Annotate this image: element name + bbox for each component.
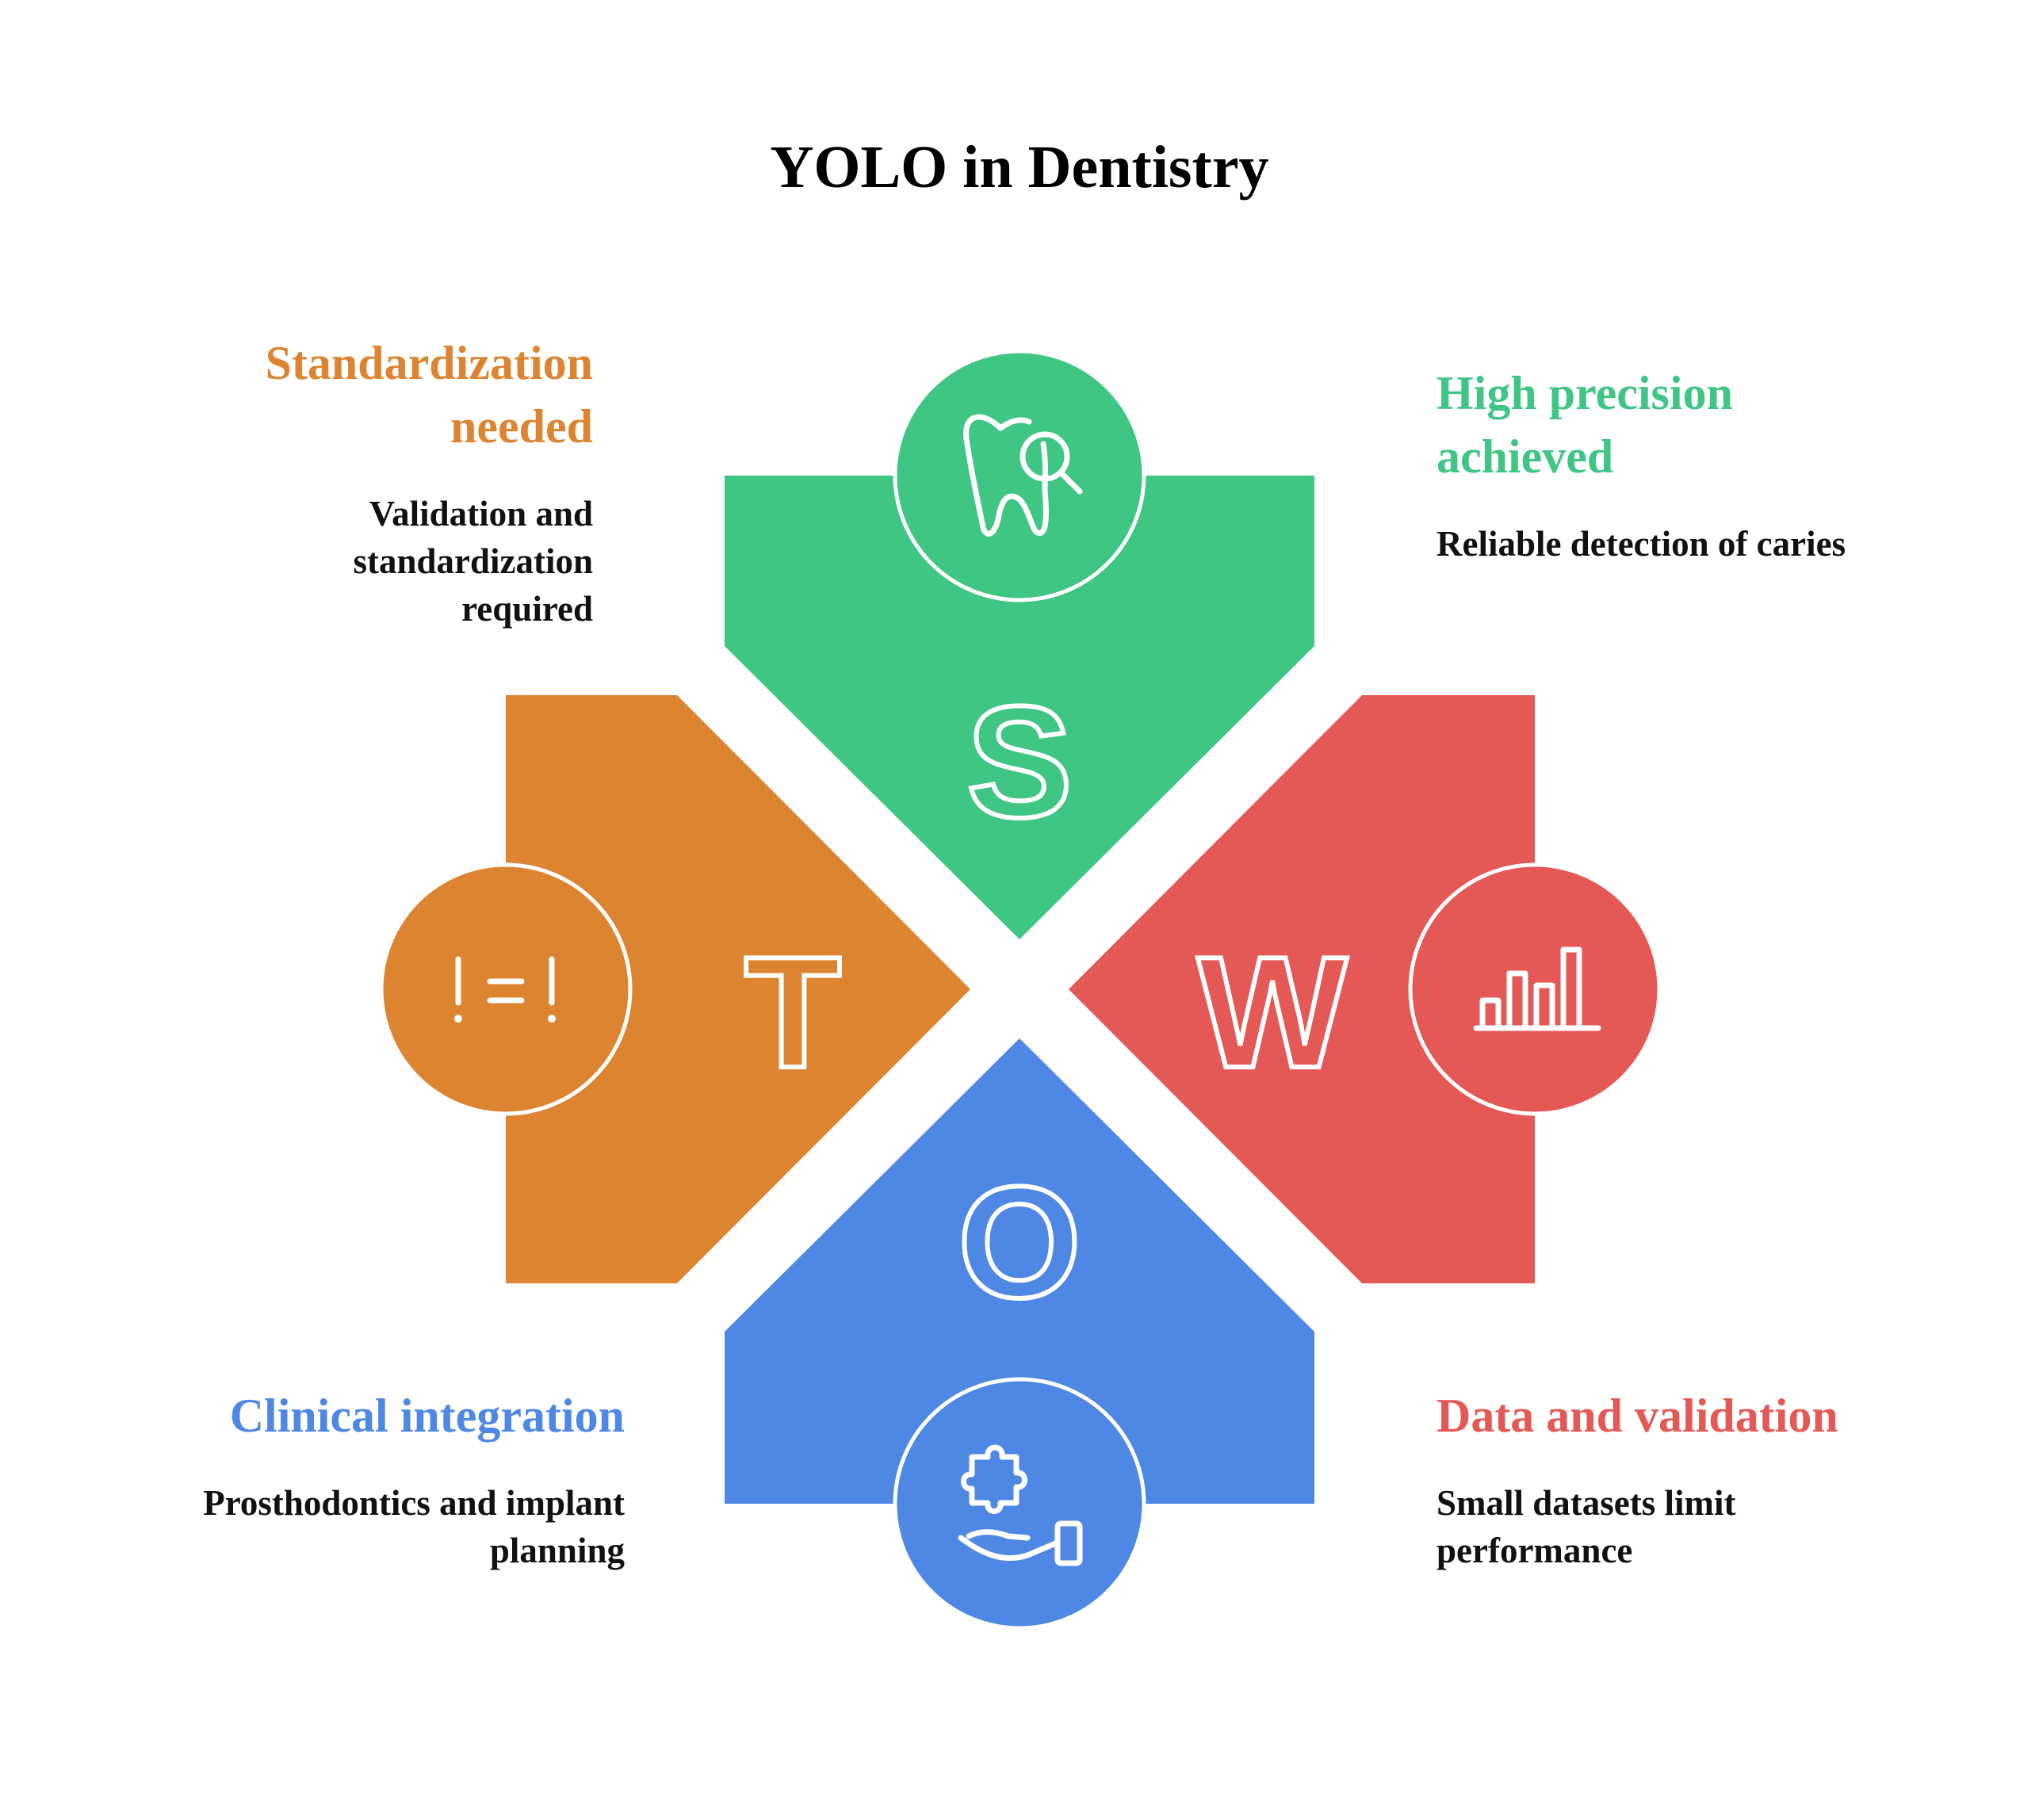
strengths-heading: High precision achieved: [1436, 367, 1733, 483]
strengths-icon-circle: [893, 349, 1146, 602]
opportunities-description: Prosthodontics and implant planning: [203, 1483, 625, 1570]
not-equal-icon: [454, 956, 556, 1023]
strengths-text-block: High precision achieved Reliable detecti…: [1436, 361, 1846, 568]
page-title: YOLO in Dentistry: [770, 134, 1269, 201]
threats-heading: Standardization needed: [265, 337, 593, 453]
tooth-search-icon: [963, 414, 1083, 537]
opportunities-heading: Clinical integration: [229, 1390, 625, 1442]
opportunities-icon-circle: [893, 1377, 1146, 1631]
strengths-letter: S: [966, 674, 1072, 851]
weaknesses-segment: W: [1069, 695, 1662, 1283]
threats-description: Validation and standardization required: [353, 494, 593, 629]
threats-letter: T: [744, 924, 841, 1101]
hand-puzzle-icon: [958, 1444, 1083, 1566]
threats-icon-circle: [379, 862, 633, 1116]
strengths-shape: [725, 476, 1314, 939]
threats-segment: T: [379, 695, 970, 1283]
threats-shape: [506, 695, 970, 1283]
weaknesses-text-block: Data and validation Small datasets limit…: [1436, 1384, 1928, 1574]
strengths-description: Reliable detection of caries: [1436, 524, 1846, 564]
weaknesses-shape: [1069, 695, 1535, 1283]
opportunities-text-block: Clinical integration Prosthodontics and …: [111, 1384, 625, 1574]
weaknesses-letter: W: [1198, 924, 1348, 1101]
weaknesses-heading: Data and validation: [1436, 1390, 1838, 1442]
strengths-segment: S: [725, 349, 1314, 939]
threats-text-block: Standardization needed Validation and st…: [111, 331, 593, 633]
weaknesses-description: Small datasets limit performance: [1436, 1483, 1736, 1570]
bar-chart-icon: [1473, 946, 1601, 1031]
opportunities-shape: [725, 1038, 1314, 1504]
opportunities-segment: O: [725, 1038, 1314, 1631]
opportunities-letter: O: [958, 1154, 1081, 1331]
